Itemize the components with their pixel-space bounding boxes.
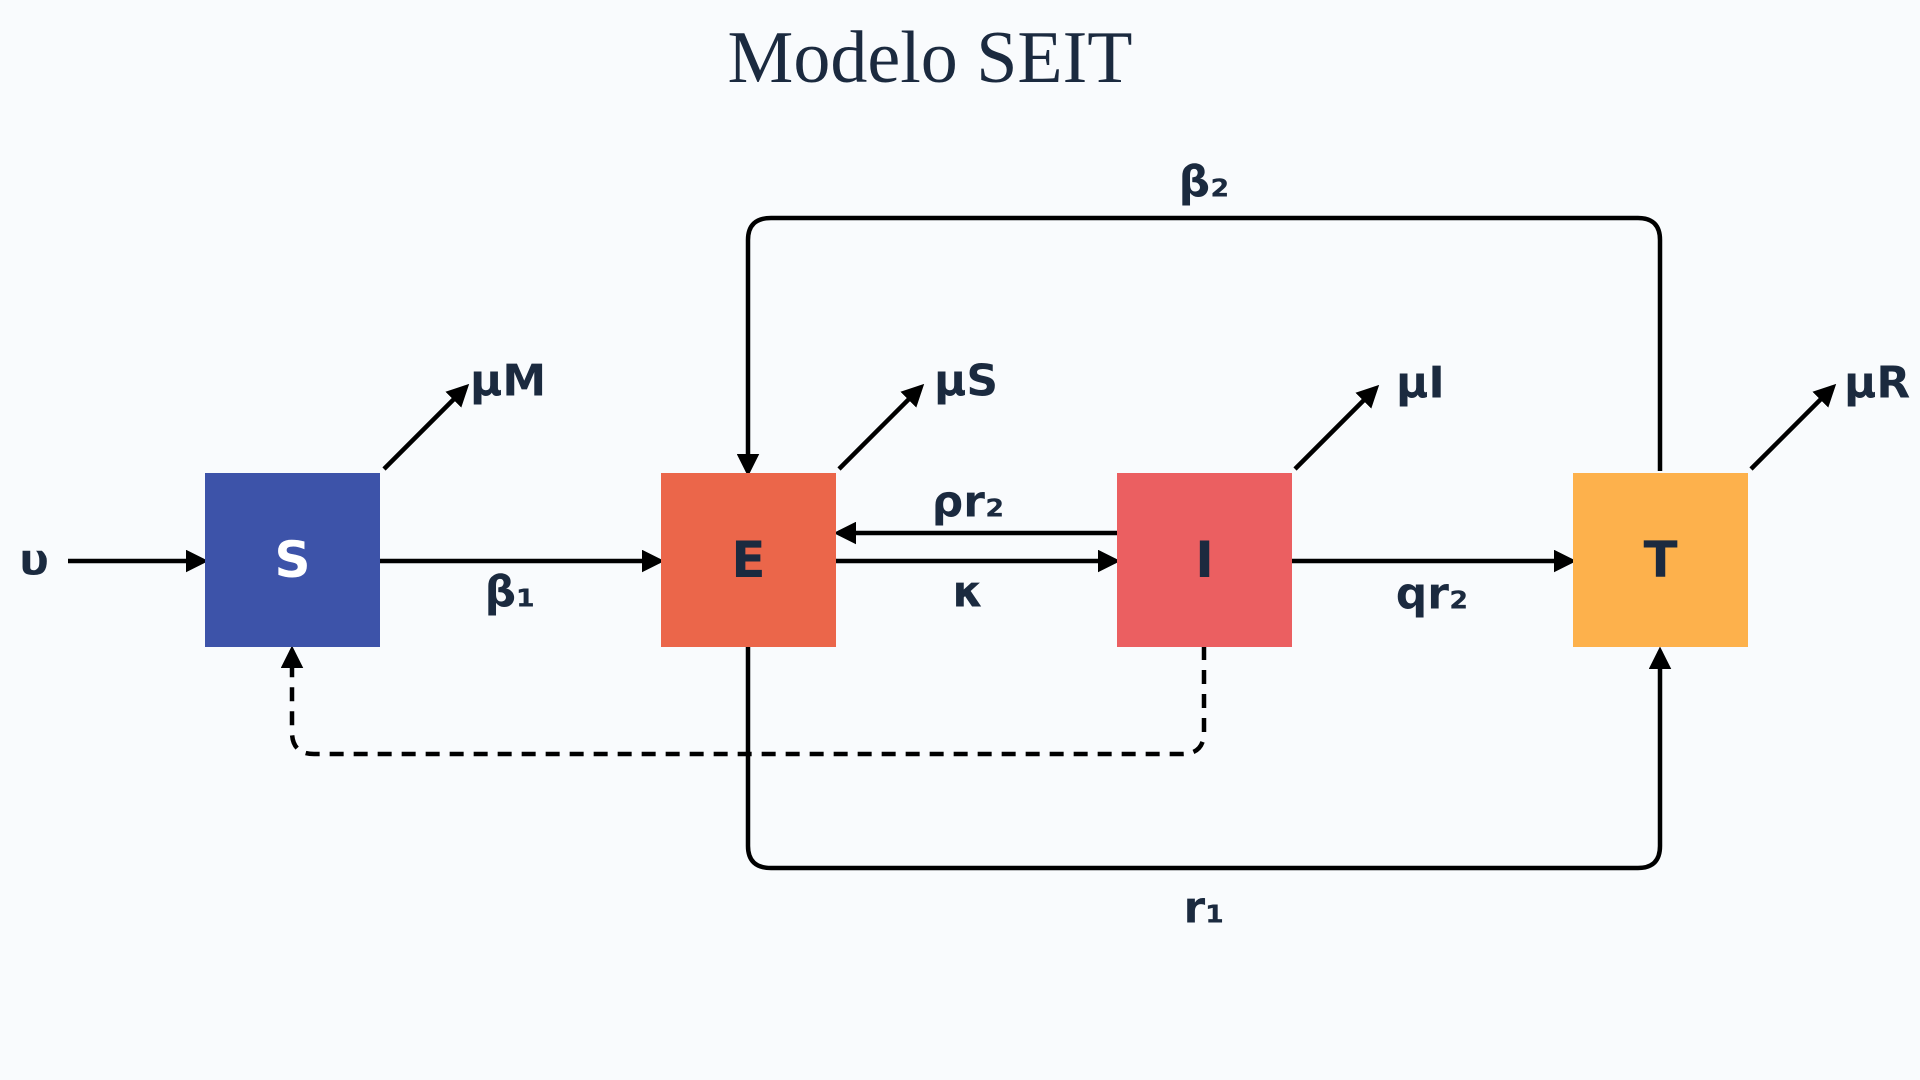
arrow-t-to-e-top-loop [736,215,1663,477]
node-s: S [205,473,380,647]
node-s-label: S [274,531,310,589]
rate-inflow: υ [19,535,49,586]
rate-e-to-t: r₁ [1184,883,1225,934]
node-i: I [1117,473,1292,647]
rate-mortality-e: μS [934,356,998,407]
rate-mortality-t: μR [1844,358,1910,409]
node-e: E [661,473,836,647]
arrow-s-mortality [382,383,470,471]
arrow-t-mortality [1749,383,1837,471]
rate-i-to-t: qr₂ [1396,569,1468,620]
rate-e-to-i: κ [952,567,983,618]
node-i-label: I [1195,531,1214,589]
arrow-e-to-t-bottom-loop [745,646,1672,871]
rate-s-to-e: β₁ [485,567,536,618]
node-e-label: E [731,531,765,589]
diagram-title: Modelo SEIT [728,17,1133,99]
rate-i-to-e: ρr₂ [932,477,1004,528]
rate-mortality-i: μI [1396,358,1445,409]
rate-t-to-e: β₂ [1179,157,1230,208]
arrow-i-mortality [1293,384,1380,471]
node-t-label: T [1643,531,1677,589]
arrow-i-to-s-dashed-loop [280,645,1207,757]
arrow-e-mortality [837,383,925,471]
node-t: T [1573,473,1748,647]
rate-mortality-s: μM [470,356,546,407]
